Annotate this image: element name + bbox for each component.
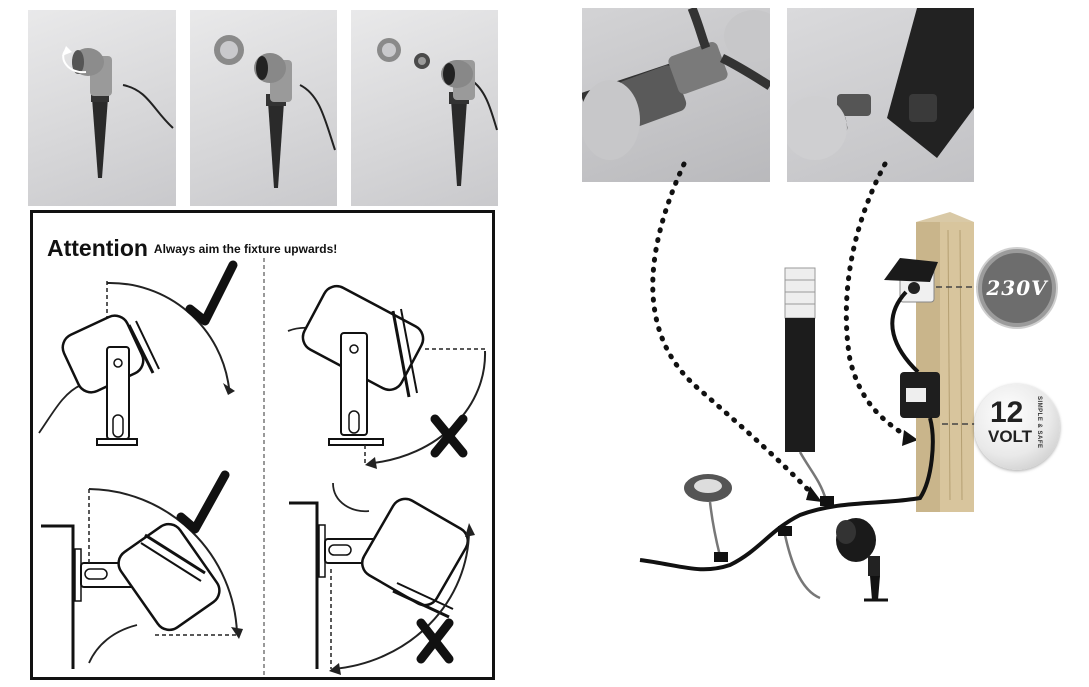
- cross-mark-icon: [430, 414, 468, 458]
- spotlight: [778, 518, 888, 602]
- attention-subtitle: Always aim the fixture upwards!: [153, 242, 338, 256]
- arrow-head-icon: [806, 486, 822, 502]
- wooden-post: [916, 212, 974, 512]
- fixture-upward-correct: [38, 281, 235, 446]
- bollard-light: [784, 267, 834, 506]
- volt-number: 12: [990, 396, 1024, 429]
- fixture-wall-upward-correct: [41, 488, 243, 669]
- fixture-wall-downward-wrong: [289, 482, 475, 675]
- attention-heading: Attention Always aim the fixture upwards!: [47, 235, 337, 262]
- cross-mark-icon: [416, 618, 454, 664]
- dotted-arrow-transformer: [843, 161, 913, 441]
- wall-socket: [884, 258, 938, 303]
- volt-unit: VOLT: [988, 427, 1033, 446]
- mains-voltage-label: 230V: [986, 276, 1048, 300]
- orientation-diagrams: [38, 258, 487, 677]
- dotted-arrow-connector: [650, 161, 819, 501]
- check-mark-icon: [176, 470, 230, 534]
- photo-spotlight-rotate: [28, 10, 176, 206]
- main-cable: [639, 417, 935, 572]
- photo-ring-removed: [190, 10, 337, 206]
- rotate-arrow-icon: [62, 46, 87, 74]
- arrow-head-icon: [902, 430, 918, 446]
- photo-transformer-plug: [787, 8, 974, 182]
- deck-light: [684, 474, 732, 562]
- fixture-downward-wrong: [287, 284, 487, 469]
- check-mark-icon: [185, 260, 238, 326]
- 12-volt-badge: 12 VOLT SIMPLE & SAFE: [974, 384, 1060, 470]
- photo-connector-plug: [582, 8, 770, 182]
- attention-title: Attention: [47, 235, 148, 261]
- photo-lens-removed: [351, 10, 498, 206]
- mains-230v-badge: 230V: [978, 249, 1056, 327]
- attention-panel: Attention Always aim the fixture upwards!: [30, 210, 495, 680]
- transformer: [890, 290, 976, 425]
- volt-tagline: SIMPLE & SAFE: [1036, 396, 1042, 449]
